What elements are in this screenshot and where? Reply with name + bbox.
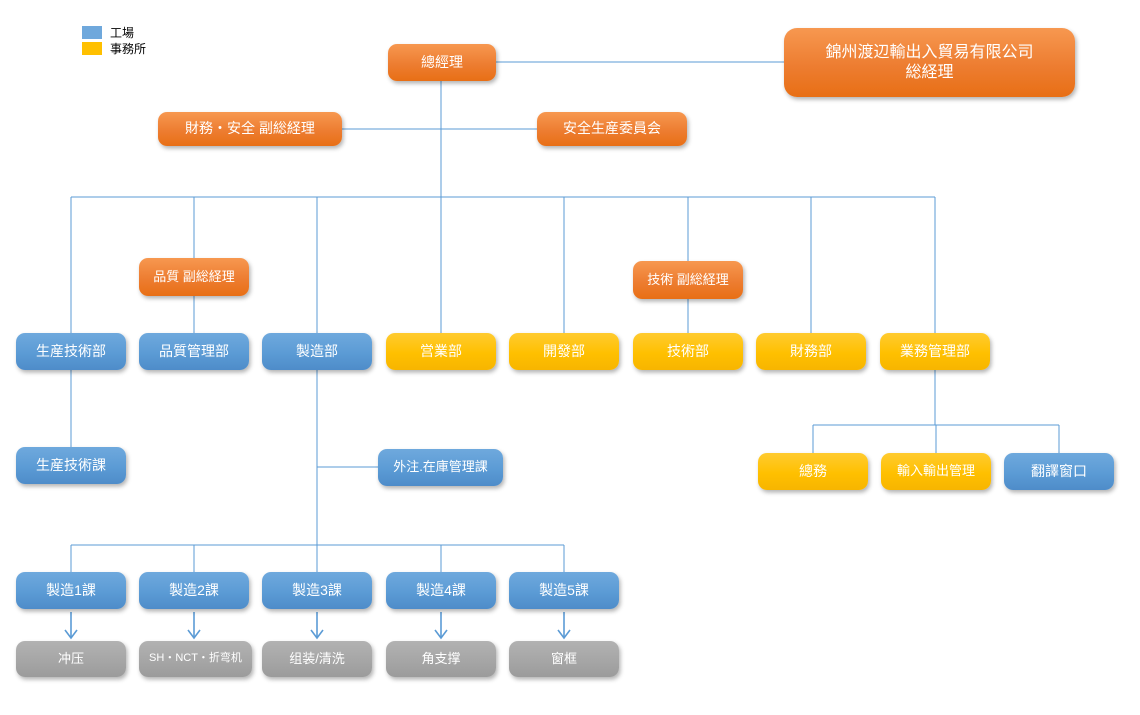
node-vp-quality: 品質 副総経理 <box>139 258 249 296</box>
node-process-corner-brace: 角支撑 <box>386 641 496 677</box>
node-process-window-frame: 窗框 <box>509 641 619 677</box>
node-dept-sales: 営業部 <box>386 333 496 370</box>
office-color-swatch <box>82 41 102 55</box>
legend-item-office: 事務所 <box>82 40 146 56</box>
factory-color-swatch <box>82 25 102 39</box>
node-process-stamping: 冲压 <box>16 641 126 677</box>
node-mfg-section-2: 製造2課 <box>139 572 249 609</box>
legend-label: 事務所 <box>110 41 147 56</box>
node-sec-import-export: 輸入輸出管理 <box>881 453 991 490</box>
node-mfg-section-4: 製造4課 <box>386 572 496 609</box>
node-vp-tech: 技術 副総経理 <box>633 261 743 299</box>
legend-label: 工場 <box>110 25 135 40</box>
node-sec-outsourcing-inventory: 外注.在庫管理課 <box>378 449 503 486</box>
node-dept-technology: 技術部 <box>633 333 743 370</box>
node-dept-business-mgmt: 業務管理部 <box>880 333 990 370</box>
node-dept-production-tech: 生産技術部 <box>16 333 126 370</box>
company-gm-title: 総経理 <box>905 63 954 81</box>
node-company-general-manager: 錦州渡辺輸出入貿易有限公司 総経理 <box>784 28 1075 97</box>
node-dept-finance: 財務部 <box>756 333 866 370</box>
node-dept-quality-mgmt: 品質管理部 <box>139 333 249 370</box>
node-dept-development: 開發部 <box>509 333 619 370</box>
node-sec-general-affairs: 總務 <box>758 453 868 490</box>
node-mfg-section-1: 製造1課 <box>16 572 126 609</box>
node-vp-finance-safety: 財務・安全 副総経理 <box>158 112 342 146</box>
node-sec-translation: 翻譯窗口 <box>1004 453 1114 490</box>
legend: 工場 事務所 <box>82 24 146 56</box>
node-safety-production-committee: 安全生産委員会 <box>537 112 687 146</box>
node-sec-production-tech: 生産技術課 <box>16 447 126 484</box>
legend-item-factory: 工場 <box>82 24 146 40</box>
node-mfg-section-3: 製造3課 <box>262 572 372 609</box>
node-mfg-section-5: 製造5課 <box>509 572 619 609</box>
node-dept-manufacturing: 製造部 <box>262 333 372 370</box>
node-general-manager: 總經理 <box>388 44 496 81</box>
company-name: 錦州渡辺輸出入貿易有限公司 <box>825 43 1034 61</box>
node-process-assembly-cleaning: 组装/清洗 <box>262 641 372 677</box>
node-process-sh-nct-bending: SH・NCT・折弯机 <box>139 641 252 677</box>
